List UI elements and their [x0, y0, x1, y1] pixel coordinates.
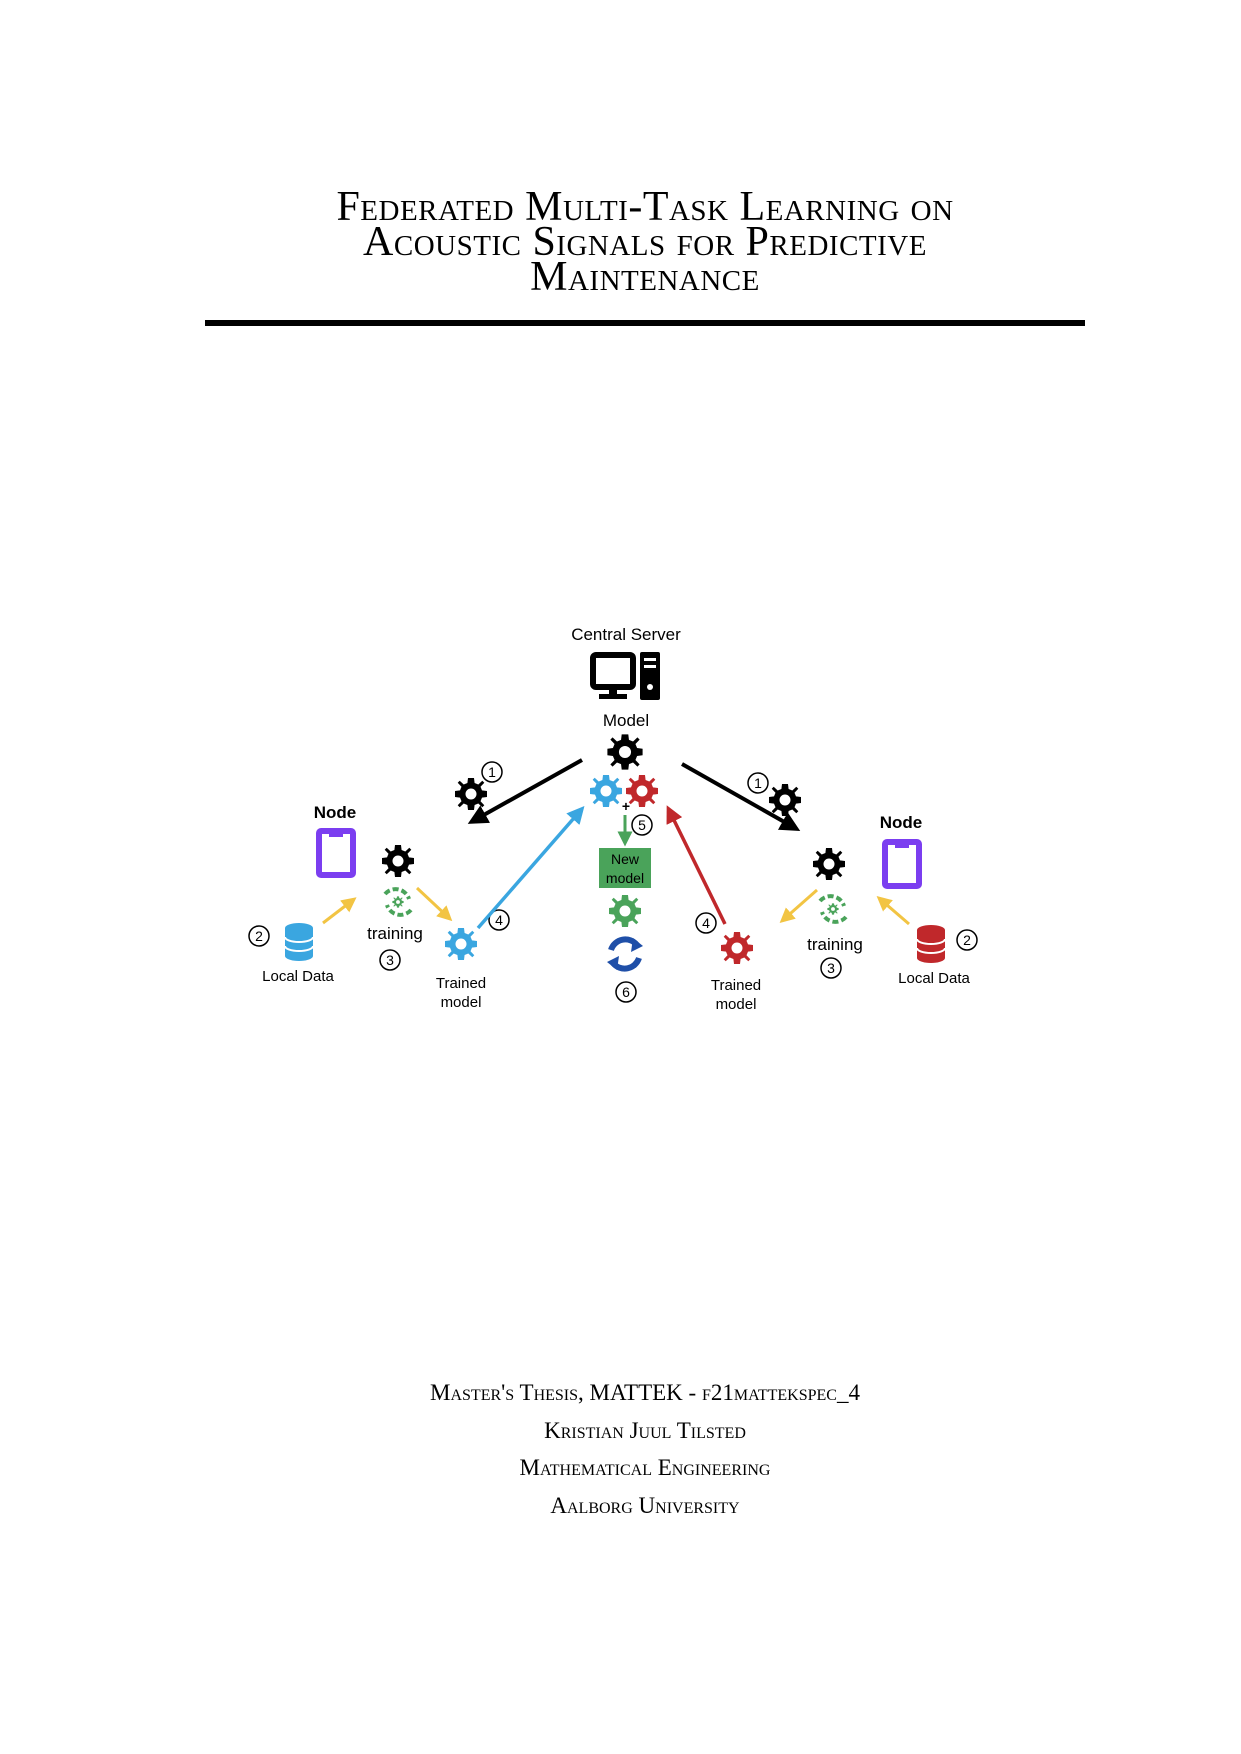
computer-icon [590, 652, 660, 700]
training-to-trained-right-arrow [779, 888, 818, 923]
model-label: Model [603, 711, 649, 730]
program-line: Mathematical Engineering [519, 1455, 771, 1480]
node-left-device-icon [316, 828, 356, 878]
new-model-label-1: New [611, 851, 640, 867]
step-4-right-marker: 4 [695, 912, 717, 934]
svg-text:5: 5 [638, 817, 646, 833]
title-rule [205, 320, 1085, 326]
node-right-device-icon [882, 839, 922, 889]
step-6-marker: 6 [615, 981, 637, 1003]
plus-sign: + [622, 798, 630, 814]
author-line: Kristian Juul Tilsted [544, 1417, 746, 1443]
svg-text:2: 2 [963, 932, 971, 948]
upload-red-model-arrow [666, 805, 727, 925]
training-left-icon [383, 887, 413, 917]
node-left-model-gear-icon [382, 845, 414, 877]
trained-model-right-label-2: model [716, 996, 757, 1013]
database-right-icon [916, 925, 946, 963]
trained-model-left-gear-icon [445, 928, 477, 960]
svg-text:3: 3 [386, 952, 394, 968]
thesis-type-line: Master's Thesis, MATTEK - f21mattekspec_… [430, 1380, 860, 1405]
step-4-left-marker: 4 [488, 909, 510, 931]
data-to-training-left-arrow [322, 897, 357, 925]
trained-model-right-gear-icon [721, 932, 753, 964]
svg-text:2: 2 [255, 928, 263, 944]
title-line-1: Federated Multi-Task Learning on [336, 184, 954, 230]
new-model-box [599, 848, 651, 888]
sent-model-right-gear-icon [769, 784, 801, 816]
step-5-marker: 5 [631, 814, 653, 836]
step-1-left-marker: 1 [481, 761, 503, 783]
upload-blue-model-arrow [476, 806, 585, 930]
federated-learning-diagram: Central Server Model + 5 New model [205, 590, 1085, 1040]
trained-model-left-label-1: Trained [436, 975, 486, 992]
sent-model-left-gear-icon [455, 778, 487, 810]
training-right-label: training [807, 935, 863, 954]
node-left-label: Node [314, 803, 357, 822]
thesis-info: Master's Thesis, MATTEK - f21mattekspec_… [205, 1374, 1085, 1524]
svg-text:1: 1 [754, 775, 762, 791]
title-line-2: Acoustic Signals for Predictive [363, 219, 927, 265]
svg-text:4: 4 [702, 915, 710, 931]
data-to-training-right-arrow [876, 896, 910, 926]
database-left-icon [284, 923, 314, 961]
thesis-title: Federated Multi-Task Learning on Acousti… [205, 184, 1085, 300]
local-data-right-label: Local Data [898, 970, 970, 987]
svg-text:6: 6 [622, 984, 630, 1000]
step-2-left-marker: 2 [248, 925, 270, 947]
send-model-left-arrow [467, 758, 583, 824]
trained-model-left-label-2: model [441, 994, 482, 1011]
step-2-right-marker: 2 [956, 929, 978, 951]
svg-text:4: 4 [495, 912, 503, 928]
new-model-label-2: model [606, 870, 644, 886]
trained-model-right-label-1: Trained [711, 977, 761, 994]
university-line: Aalborg University [550, 1492, 740, 1518]
central-server-label: Central Server [571, 625, 681, 644]
node-right-model-gear-icon [813, 848, 845, 880]
refresh-icon [607, 936, 643, 972]
step-3-right-marker: 3 [820, 957, 842, 979]
svg-text:3: 3 [827, 960, 835, 976]
blue-model-gear-icon [590, 775, 622, 807]
node-right-label: Node [880, 813, 923, 832]
training-to-trained-left-arrow [415, 886, 453, 922]
svg-text:1: 1 [488, 764, 496, 780]
global-model-gear-icon [607, 734, 643, 770]
new-model-gear-icon [609, 895, 641, 927]
step-1-right-marker: 1 [747, 772, 769, 794]
training-right-icon [818, 894, 848, 924]
training-left-label: training [367, 924, 423, 943]
red-model-gear-icon [626, 775, 658, 807]
title-line-3: Maintenance [530, 254, 760, 300]
step-3-left-marker: 3 [379, 949, 401, 971]
send-model-right-arrow [681, 762, 801, 831]
local-data-left-label: Local Data [262, 968, 334, 985]
